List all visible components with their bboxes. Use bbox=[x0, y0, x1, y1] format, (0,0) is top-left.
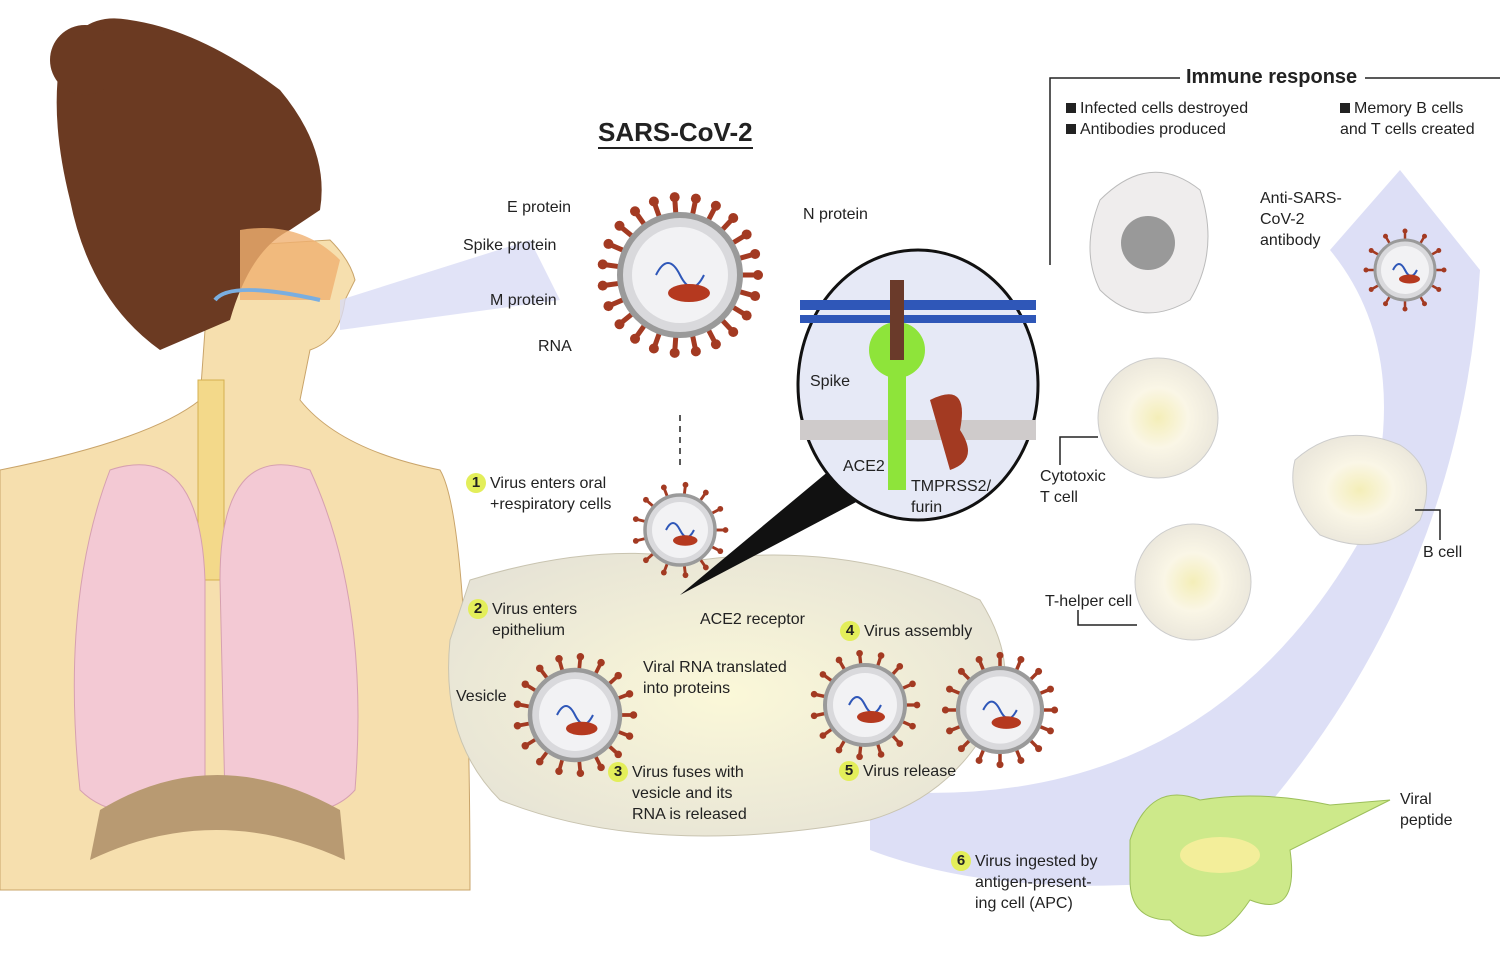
virus-particle bbox=[810, 649, 921, 761]
virus-particle bbox=[632, 481, 729, 579]
t-helper-cell-label: T-helper cell bbox=[1045, 593, 1133, 610]
b-cell-label: B cell bbox=[1423, 544, 1463, 561]
human-figure bbox=[0, 18, 471, 891]
m-protein-label: M protein bbox=[490, 292, 557, 309]
virus-title: SARS-CoV-2 bbox=[598, 117, 753, 149]
ace2-receptor-label: ACE2 receptor bbox=[700, 611, 805, 628]
immune-response-title: Immune response bbox=[1183, 66, 1361, 89]
n-protein-label: N protein bbox=[803, 206, 868, 223]
ace2-binding-inset bbox=[680, 248, 1040, 595]
vesicle-label: Vesicle bbox=[456, 688, 507, 705]
virus-particle bbox=[941, 651, 1059, 769]
virus-particle bbox=[597, 192, 763, 358]
immune-outcome-list: Infected cells destroyed Antibodies prod… bbox=[1066, 98, 1248, 140]
rna-label: RNA bbox=[538, 338, 572, 355]
memory-cells-note: Memory B cells and T cells created bbox=[1340, 100, 1475, 138]
immune-cells bbox=[1089, 171, 1428, 937]
tmprss2-label: TMPRSS2/furin bbox=[911, 478, 992, 516]
inset-ace2-label: ACE2 bbox=[843, 458, 885, 475]
inset-spike-label: Spike bbox=[810, 373, 851, 390]
airflow-arrow bbox=[340, 240, 560, 330]
virus-particle bbox=[513, 652, 638, 778]
immune-response-arrow bbox=[870, 170, 1480, 886]
e-protein-label: E protein bbox=[507, 199, 572, 216]
virus-particle bbox=[1363, 228, 1447, 312]
spike-protein-label: Spike protein bbox=[463, 237, 557, 254]
leader-lines bbox=[679, 77, 1500, 626]
